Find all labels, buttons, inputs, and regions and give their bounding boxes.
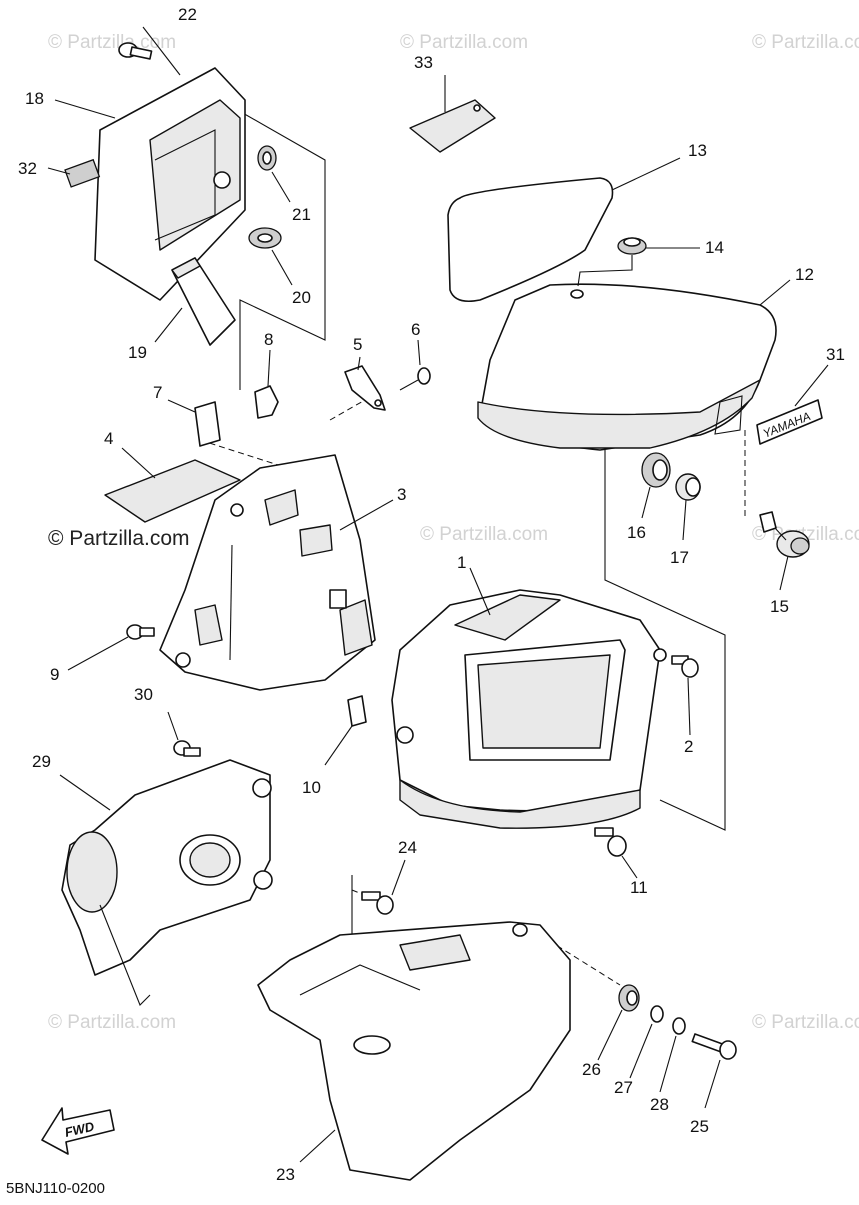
fwd-arrow-icon: FWD <box>41 1107 115 1155</box>
callout-12: 12 <box>795 265 814 284</box>
part-1-airbox <box>391 589 667 829</box>
callout-9: 9 <box>50 665 59 684</box>
callout-3: 3 <box>397 485 406 504</box>
part-20-grommet <box>248 227 282 249</box>
diagram-code: 5BNJ110-0200 <box>6 1180 105 1197</box>
callout-10: 10 <box>302 778 321 797</box>
watermark-main: © Partzilla.com <box>48 527 190 550</box>
callout-29: 29 <box>32 752 51 771</box>
callout-2: 2 <box>684 737 693 756</box>
watermark: © Partzilla.com <box>400 32 528 53</box>
callout-6: 6 <box>411 320 420 339</box>
part-15-fastener <box>759 511 810 558</box>
callout-17: 17 <box>670 548 689 567</box>
part-24-bolt <box>361 891 394 915</box>
callout-8: 8 <box>264 330 273 349</box>
part-28-washer <box>672 1017 686 1035</box>
part-11-bolt <box>594 827 627 857</box>
part-2-bolt <box>671 655 699 678</box>
callout-18: 18 <box>25 89 44 108</box>
callout-28: 28 <box>650 1095 669 1114</box>
part-27-collar <box>650 1005 664 1023</box>
callout-32: 32 <box>18 159 37 178</box>
part-19-pad <box>171 257 236 346</box>
callout-11: 11 <box>630 878 648 897</box>
watermark: © Partzilla.com <box>48 32 176 53</box>
fwd-label: FWD <box>63 1119 96 1140</box>
callout-27: 27 <box>614 1078 633 1097</box>
part-10-clip <box>347 695 367 727</box>
part-12-side-cover <box>477 283 777 451</box>
part-9-bolt <box>126 624 155 640</box>
part-17-damper <box>675 473 701 501</box>
callout-22: 22 <box>178 5 197 24</box>
callout-24: 24 <box>398 838 417 857</box>
part-13-panel <box>447 177 614 303</box>
watermark: © Partzilla.com <box>420 524 548 545</box>
callout-14: 14 <box>705 238 724 257</box>
callout-31: 31 <box>826 345 845 364</box>
part-5-bracket <box>344 365 386 411</box>
callout-5: 5 <box>353 335 362 354</box>
part-33-tag <box>409 99 496 153</box>
part-4-sheet <box>104 459 241 523</box>
watermark: © Partzilla.com <box>752 32 859 53</box>
callout-1: 1 <box>457 553 466 572</box>
part-21-grommet <box>257 145 277 171</box>
part-7-pad <box>194 401 221 447</box>
callout-26: 26 <box>582 1060 601 1079</box>
watermark: © Partzilla.com <box>752 1012 859 1033</box>
part-16-collar <box>641 452 671 488</box>
callout-25: 25 <box>690 1117 709 1136</box>
part-6-bolt <box>399 367 431 391</box>
part-3-box <box>159 454 376 691</box>
callouts: 22 18 32 21 20 19 33 13 14 12 31 5 6 8 7… <box>18 5 845 1184</box>
callout-20: 20 <box>292 288 311 307</box>
leader-lines <box>47 26 829 1163</box>
callout-15: 15 <box>770 597 789 616</box>
callout-7: 7 <box>153 383 162 402</box>
callout-19: 19 <box>128 343 147 362</box>
part-8-clip <box>254 385 279 419</box>
part-30-bolt <box>173 740 201 757</box>
part-25-bolt <box>691 1033 737 1060</box>
part-26-grommet <box>618 984 640 1012</box>
callout-4: 4 <box>104 429 113 448</box>
callout-30: 30 <box>134 685 153 704</box>
callout-33: 33 <box>414 53 433 72</box>
callout-23: 23 <box>276 1165 295 1184</box>
part-22-bolt <box>118 42 153 60</box>
callout-16: 16 <box>627 523 646 542</box>
callout-21: 21 <box>292 205 311 224</box>
part-18-cover <box>64 67 246 301</box>
part-29-cover <box>61 759 273 1006</box>
part-31-decal: YAMAHA <box>756 399 823 445</box>
part-23-lower-cover <box>257 921 571 1181</box>
watermark: © Partzilla.com <box>48 1012 176 1033</box>
part-14-grommet <box>617 237 647 255</box>
callout-13: 13 <box>688 141 707 160</box>
